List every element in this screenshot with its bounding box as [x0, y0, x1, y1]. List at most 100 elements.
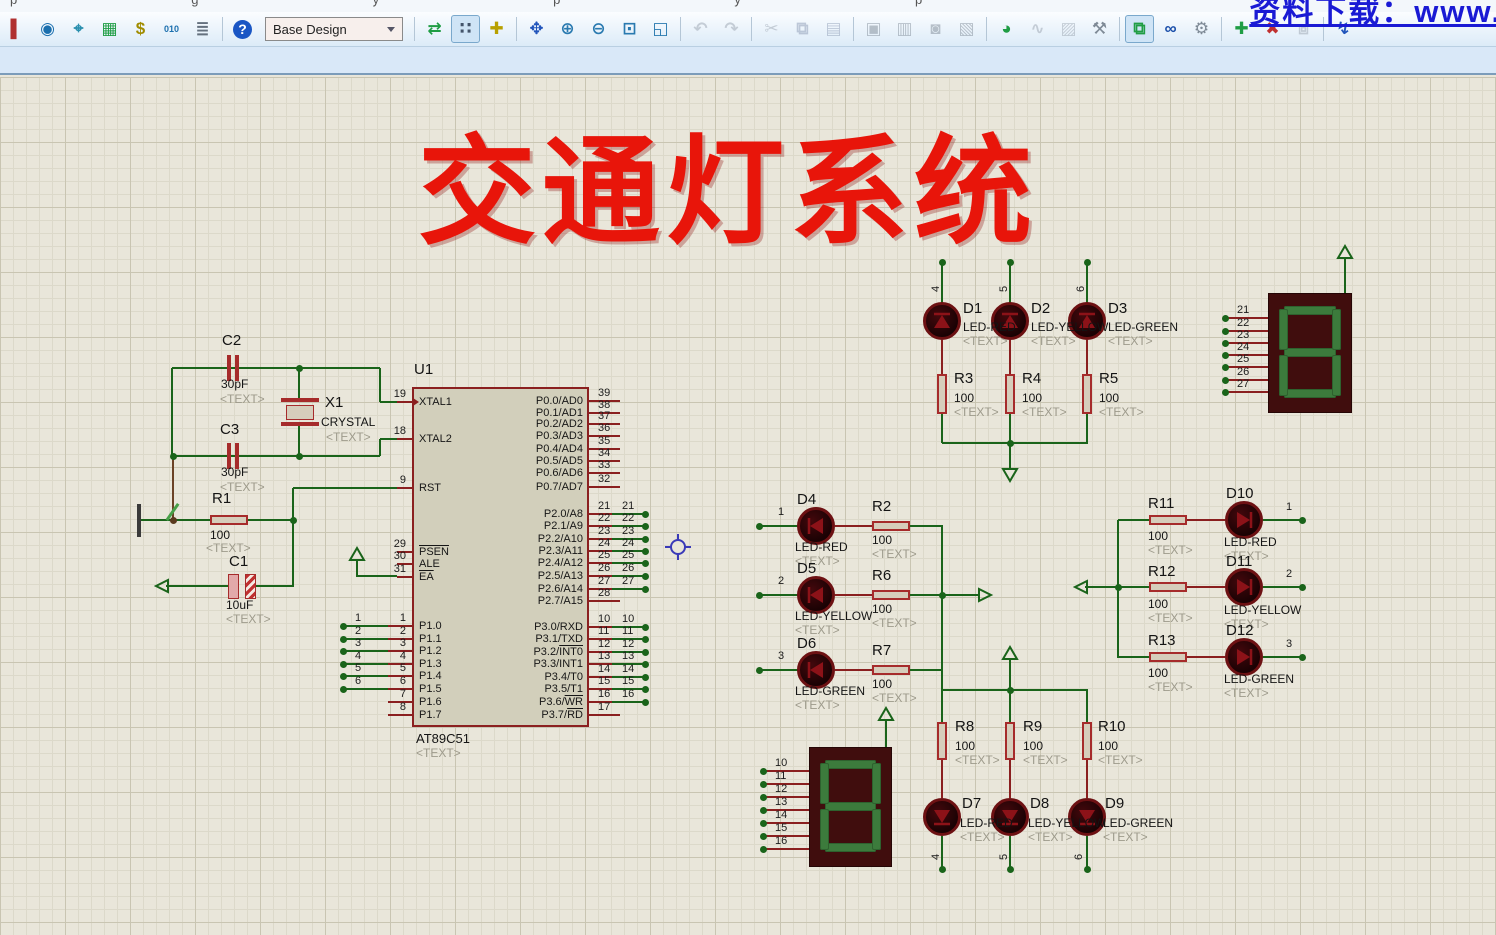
capacitor-C1-plate[interactable]	[228, 574, 239, 599]
led-D6[interactable]	[797, 651, 835, 689]
resistor-R6[interactable]	[872, 590, 910, 600]
resistor-R9[interactable]	[1005, 722, 1015, 760]
resistor-R11[interactable]	[1149, 515, 1187, 525]
remove-sheet-icon[interactable]: ✖	[1265, 19, 1280, 38]
capacitor-C1-plate-hatched[interactable]	[245, 574, 256, 599]
net-label: 5	[998, 285, 1010, 292]
resistor-R8[interactable]	[937, 722, 947, 760]
pin-name: P3.4/T0	[544, 671, 583, 683]
led-D2[interactable]	[991, 302, 1029, 340]
zoom-grid-icon[interactable]: ⌖	[73, 19, 84, 38]
crystal-body[interactable]	[286, 405, 314, 420]
capacitor-C2-plate[interactable]	[227, 355, 231, 381]
capacitor-C3-plate[interactable]	[227, 443, 231, 469]
clipped-edge-icon[interactable]: ▌	[10, 19, 23, 38]
pin-stub	[589, 513, 612, 515]
electrical-report-icon[interactable]: ↯	[1336, 19, 1351, 38]
led-D10[interactable]	[1225, 501, 1263, 539]
zoom-extents-icon[interactable]: ◱	[652, 19, 669, 38]
wire	[298, 424, 300, 456]
property-assignment-icon[interactable]: ⚙	[1193, 19, 1210, 38]
led-D8[interactable]	[991, 798, 1029, 836]
resistor-R13[interactable]	[1149, 652, 1187, 662]
led-D11[interactable]	[1225, 568, 1263, 606]
text-placeholder: <TEXT>	[416, 746, 461, 760]
schematic-title: 交通灯系统	[418, 127, 1039, 259]
refresh-icon[interactable]: ⇄	[427, 19, 442, 38]
net-label: 1	[1286, 501, 1293, 513]
component-part: AT89C51	[416, 731, 470, 746]
pan-icon[interactable]: ✥	[529, 19, 544, 38]
net-label: 5	[354, 662, 362, 674]
help-icon[interactable]: ?	[228, 15, 257, 43]
pin-number: 6	[399, 675, 406, 687]
new-sheet-icon[interactable]: ✚	[1234, 19, 1249, 38]
component-value: LED-GREEN	[795, 684, 866, 698]
resistor-R4[interactable]	[1005, 374, 1015, 414]
wire	[293, 487, 397, 489]
dollar-doc-icon[interactable]: $	[135, 19, 146, 38]
net-label: 26	[622, 562, 635, 574]
capacitor-C2-plate[interactable]	[235, 355, 239, 381]
design-selector-value: Base Design	[273, 21, 347, 37]
pin-name: P2.0/A8	[543, 508, 583, 520]
zoom-area-icon[interactable]: ⊡	[622, 19, 637, 38]
wire	[759, 594, 798, 596]
net-label: 2	[354, 625, 362, 637]
pin-stub	[388, 714, 412, 716]
junction-dot	[1222, 328, 1229, 335]
net-label: 4	[930, 285, 942, 292]
led-D1[interactable]	[923, 302, 961, 340]
design-selector-dropdown[interactable]: Base Design	[265, 17, 403, 41]
crystal-plate[interactable]	[281, 398, 319, 402]
search-icon[interactable]: ∞	[1164, 19, 1177, 38]
wire	[612, 676, 645, 678]
grid-toggle-icon[interactable]: ∷	[451, 15, 480, 43]
wire	[172, 367, 380, 369]
pin-name: P1.6	[419, 696, 442, 708]
binary-doc-icon[interactable]: 010	[163, 24, 180, 34]
display-pin-wire	[763, 835, 809, 837]
pin-stub	[589, 562, 612, 564]
component-ref: R9	[1023, 718, 1043, 735]
report-doc-icon[interactable]: ≣	[195, 19, 210, 38]
resistor-R12[interactable]	[1149, 582, 1187, 592]
crystal-plate[interactable]	[281, 422, 319, 426]
hammer-icon[interactable]: ⚒	[1091, 19, 1108, 38]
zoom-select-icon[interactable]: ◕	[1001, 19, 1012, 38]
resistor-R7[interactable]	[872, 665, 910, 675]
menu-bar[interactable]: p g y p y p	[0, 0, 1496, 12]
led-D7[interactable]	[923, 798, 961, 836]
wire-edit-icon[interactable]: ⧉	[1125, 15, 1154, 43]
pin-stub	[589, 714, 620, 716]
resistor-R10[interactable]	[1082, 722, 1092, 760]
led-D9[interactable]	[1068, 798, 1106, 836]
chip-AT89C51[interactable]	[412, 387, 589, 727]
net-label: 2	[1286, 568, 1293, 580]
zoom-out-icon[interactable]: ⊖	[591, 19, 606, 38]
wire	[166, 585, 228, 587]
led-D12[interactable]	[1225, 638, 1263, 676]
pin-stub	[589, 412, 620, 414]
resistor-R5[interactable]	[1082, 374, 1092, 414]
text-placeholder: <TEXT>	[1022, 405, 1067, 419]
resistor-R1[interactable]	[210, 515, 248, 525]
led-D4[interactable]	[797, 507, 835, 545]
pin-number: 3	[399, 637, 406, 649]
wire	[612, 688, 645, 690]
resistor-R2[interactable]	[872, 521, 910, 531]
pin-number: 25	[1237, 353, 1250, 365]
led-D3[interactable]	[1068, 302, 1106, 340]
pin-number: 9	[399, 474, 406, 486]
component-ref: D6	[797, 635, 817, 652]
ic-doc-icon[interactable]: ▦	[101, 19, 118, 38]
capacitor-C3-plate[interactable]	[235, 443, 239, 469]
component-value: 100	[210, 528, 231, 542]
pin-number: 35	[598, 435, 611, 447]
led-D5[interactable]	[797, 576, 835, 614]
eye-icon[interactable]: ◉	[40, 19, 55, 38]
resistor-R3[interactable]	[937, 374, 947, 414]
origin-icon[interactable]: ✚	[489, 19, 504, 38]
zoom-in-icon[interactable]: ⊕	[560, 19, 575, 38]
toolbar-separator	[853, 17, 854, 41]
